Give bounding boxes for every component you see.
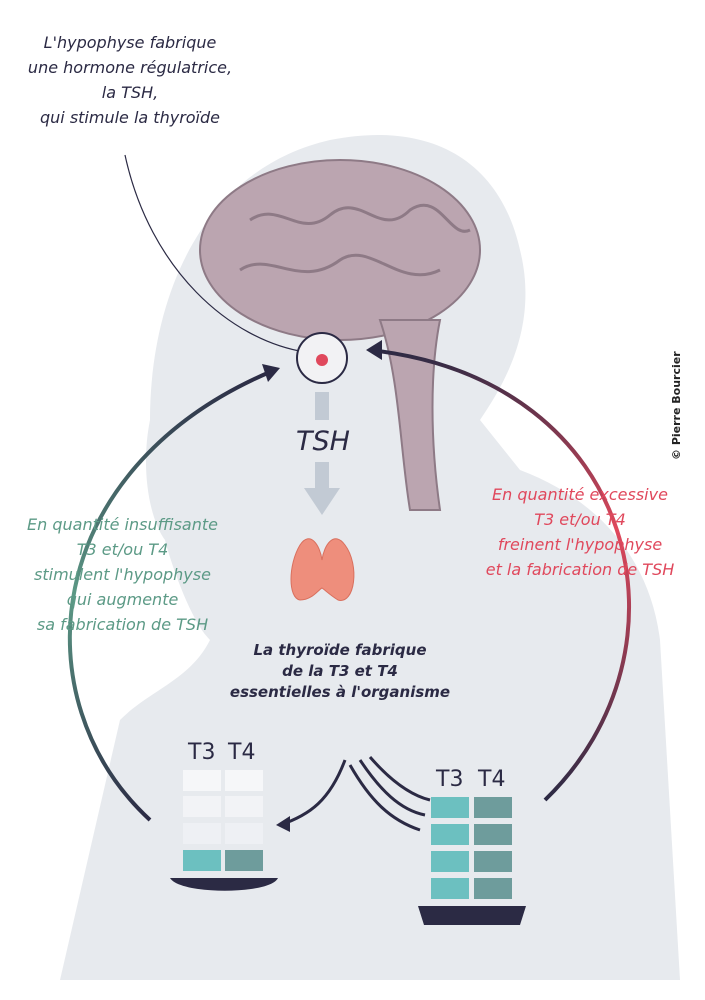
copyright: © Pierre Bourcier [670,351,683,460]
note-line: et la fabrication de TSH [485,560,675,579]
insufficient-note: En quantité insuffisante T3 et/ou T4 sti… [0,512,245,637]
note-line: stimulent l'hypophyse [34,565,211,584]
left-t3-label: T3 [188,740,216,765]
excessive-note: En quantité excessive T3 et/ou T4 freine… [455,482,705,582]
left-t4-label: T4 [228,740,256,765]
note-line: une hormone régulatrice, [27,58,233,77]
note-line: qui augmente [66,590,179,609]
pituitary-note: L'hypophyse fabrique une hormone régulat… [10,30,250,130]
pituitary [316,354,328,366]
note-line: freinent l'hypophyse [497,535,663,554]
right-t3-label: T3 [436,767,464,792]
note-line: En quantité insuffisante [27,515,218,534]
left-feedback-arrow [67,370,271,822]
left-hormone-stack [170,770,278,891]
note-line: la TSH, [101,83,159,102]
right-hormone-stack [418,797,526,925]
note-line: La thyroïde fabrique [253,641,427,659]
note-line: essentielles à l'organisme [229,683,451,701]
right-t4-label: T4 [478,767,506,792]
note-line: sa fabrication de TSH [36,615,209,634]
note-line: En quantité excessive [492,485,668,504]
right-feedback-arrow [369,348,632,802]
note-line: T3 et/ou T4 [76,540,169,559]
head-silhouette [60,134,680,981]
tsh-label: TSH [296,426,350,457]
brain [199,159,481,341]
note-line: L'hypophyse fabrique [43,33,217,52]
thyroid-note: La thyroïde fabrique de la T3 et T4 esse… [225,640,455,703]
note-line: qui stimule la thyroïde [39,108,220,127]
note-line: T3 et/ou T4 [534,510,626,529]
thyroid [290,538,355,601]
note-line: de la T3 et T4 [282,662,398,680]
